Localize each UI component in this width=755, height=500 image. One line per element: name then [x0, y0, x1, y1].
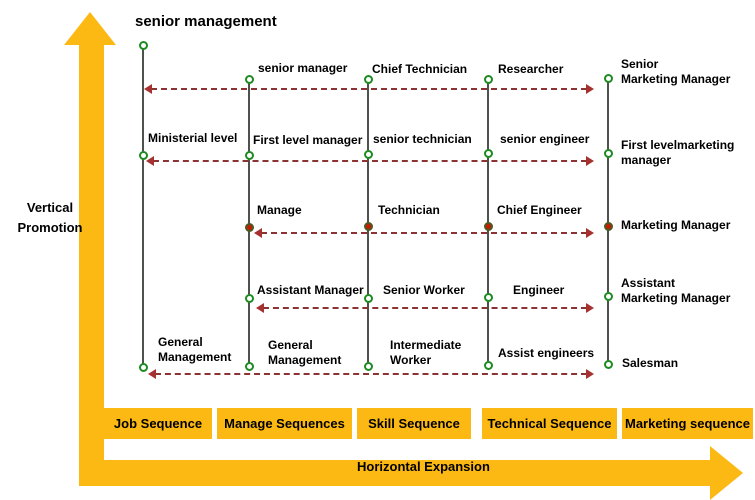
arrowhead-right-icon	[586, 228, 594, 238]
role-label: Technician	[378, 203, 440, 217]
role-label: Researcher	[498, 62, 564, 76]
arrowhead-right-icon	[586, 156, 594, 166]
career-node	[484, 361, 493, 370]
arrowhead-left-icon	[256, 303, 264, 313]
arrowhead-left-icon	[144, 84, 152, 94]
lateral-move-arrow	[261, 232, 587, 234]
role-label: Chief Engineer	[497, 203, 582, 217]
career-node	[245, 75, 254, 84]
marketing-sequence-line	[607, 78, 609, 364]
role-label: senior manager	[258, 61, 348, 75]
role-label: Salesman	[622, 356, 679, 370]
lateral-move-arrow	[155, 373, 587, 375]
sequence-box: Technical Sequence	[482, 408, 617, 439]
career-node	[139, 41, 148, 50]
arrowhead-left-icon	[148, 369, 156, 379]
role-label: Chief Technician	[372, 62, 468, 76]
career-node-red	[245, 223, 254, 232]
career-node	[139, 151, 148, 160]
career-node	[139, 363, 148, 372]
career-node	[364, 294, 373, 303]
role-label: General Management	[158, 335, 232, 364]
role-label: Senior Marketing Manager	[621, 57, 731, 86]
role-label: Intermediate Worker	[390, 338, 462, 367]
career-node	[364, 75, 373, 84]
career-node	[364, 362, 373, 371]
role-label: General Management	[268, 338, 342, 367]
career-node-red	[484, 222, 493, 231]
sequence-box: Skill Sequence	[357, 408, 471, 439]
role-label: Manage	[257, 203, 302, 217]
career-node	[245, 151, 254, 160]
career-node	[484, 75, 493, 84]
sequence-box: Job Sequence	[104, 408, 212, 439]
career-node	[245, 294, 254, 303]
role-label: Senior Worker	[383, 283, 465, 297]
career-node	[364, 150, 373, 159]
vertical-axis-arrowhead-icon	[64, 12, 116, 45]
horizontal-axis-arrow	[79, 460, 710, 486]
manage-sequence-line	[248, 79, 250, 366]
job-sequence-line	[142, 45, 144, 367]
role-label: Ministerial level	[148, 131, 238, 145]
lateral-move-arrow	[151, 88, 587, 90]
role-label: First level manager	[253, 133, 363, 147]
career-node-red	[364, 222, 373, 231]
role-label: First levelmarketing manager	[621, 138, 735, 167]
vertical-axis-arrow	[79, 44, 104, 486]
career-node	[604, 149, 613, 158]
career-node	[484, 293, 493, 302]
diagram-title: senior management	[135, 13, 277, 30]
role-label: Marketing Manager	[621, 218, 731, 232]
arrowhead-left-icon	[146, 156, 154, 166]
arrowhead-right-icon	[586, 303, 594, 313]
horizontal-axis-arrowhead-icon	[710, 446, 743, 500]
role-label: senior engineer	[500, 132, 590, 146]
vertical-axis-label: Vertical Promotion	[17, 200, 83, 235]
career-node	[484, 149, 493, 158]
role-label: Assistant Marketing Manager	[621, 276, 731, 305]
horizontal-axis-label: Horizontal Expansion	[357, 459, 490, 474]
career-node	[604, 292, 613, 301]
sequence-box: Marketing sequence	[622, 408, 753, 439]
arrowhead-left-icon	[254, 228, 262, 238]
career-node	[245, 362, 254, 371]
sequence-box: Manage Sequences	[217, 408, 352, 439]
arrowhead-right-icon	[586, 369, 594, 379]
career-node-red	[604, 222, 613, 231]
role-label: Assist engineers	[498, 346, 595, 360]
career-node	[604, 360, 613, 369]
lateral-move-arrow	[263, 307, 587, 309]
lateral-move-arrow	[153, 160, 587, 162]
arrowhead-right-icon	[586, 84, 594, 94]
role-label: Assistant Manager	[257, 283, 364, 297]
role-label: senior technician	[373, 132, 472, 146]
career-node	[604, 74, 613, 83]
role-label: Engineer	[513, 283, 565, 297]
